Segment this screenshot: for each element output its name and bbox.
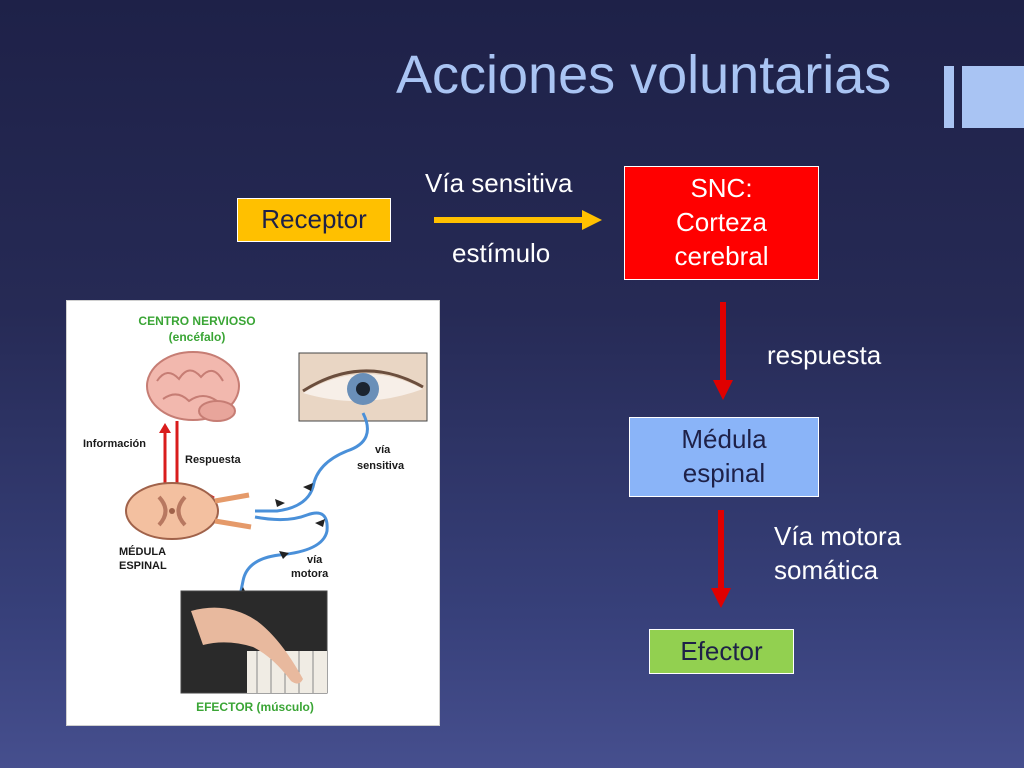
- fig-sensitiva-label: sensitiva: [357, 460, 405, 472]
- spinal-cord-icon: [125, 482, 252, 540]
- fig-via-label-1: vía: [375, 444, 391, 456]
- brain-icon: [146, 351, 240, 422]
- motor-arrow: [711, 510, 731, 608]
- hand-piano-photo: [180, 590, 328, 694]
- fig-informacion-label: Información: [83, 438, 146, 450]
- efector-label: Efector: [680, 635, 763, 666]
- respuesta-label: respuesta: [767, 340, 882, 370]
- fig-medula-label-2: ESPINAL: [119, 560, 167, 572]
- estimulo-label: estímulo: [452, 238, 551, 268]
- eye-photo: [298, 352, 428, 422]
- via-motora-label: Vía motora somática: [774, 521, 902, 585]
- snc-label: SNC: Corteza cerebral: [674, 173, 769, 271]
- fig-efector-label: EFECTOR (músculo): [196, 700, 314, 714]
- fig-medula-label-1: MÉDULA: [119, 545, 166, 558]
- medula-label: Médula espinal: [681, 424, 767, 488]
- nerve-pathways: [227, 412, 369, 622]
- fig-motora-label: motora: [291, 568, 329, 580]
- illustration-drawing: CENTRO NERVIOSO (encéfalo) Información R…: [83, 314, 428, 714]
- response-arrow: [713, 302, 733, 400]
- decorative-bar-wide: [962, 66, 1024, 128]
- receptor-box: Receptor: [237, 198, 391, 242]
- medula-espinal-box: Médula espinal: [629, 417, 819, 497]
- efector-box: Efector: [649, 629, 794, 674]
- decorative-bar-thin: [944, 66, 954, 128]
- via-sensitiva-label: Vía sensitiva: [425, 168, 573, 198]
- fig-title: CENTRO NERVIOSO: [138, 314, 255, 328]
- receptor-label: Receptor: [261, 204, 367, 235]
- fig-respuesta-label: Respuesta: [185, 454, 242, 466]
- nervous-system-illustration: CENTRO NERVIOSO (encéfalo) Información R…: [66, 300, 440, 726]
- snc-box: SNC: Corteza cerebral: [624, 166, 819, 280]
- slide-title: Acciones voluntarias: [396, 45, 892, 105]
- fig-via-label-2: vía: [307, 554, 323, 566]
- stimulus-arrow: [434, 210, 602, 230]
- fig-subtitle: (encéfalo): [169, 330, 226, 344]
